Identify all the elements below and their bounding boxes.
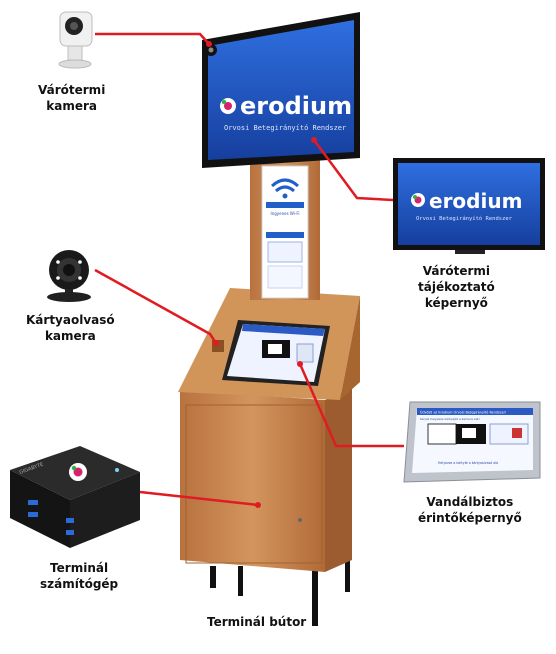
thumb-screen-hint: Kérjük helyezze kártyáját a kamera elé! [420, 417, 480, 421]
info-display-thumbnail: erodium Orvosi Betegirányító Rendszer [393, 158, 545, 254]
label-terminal-pc: Terminál számítógép [40, 560, 118, 592]
wifi-poster: Ingyenes Wi-Fi [266, 178, 304, 289]
label-furniture: Terminál bútor [207, 615, 307, 629]
callout-touchscreen [298, 363, 404, 448]
label-waiting-display-line2: tájékoztató [418, 280, 495, 294]
wifi-caption: Ingyenes Wi-Fi [271, 211, 300, 216]
label-waiting-display: Várótermi tájékoztató képernyő [418, 263, 495, 311]
label-card-camera-line2: kamera [44, 329, 96, 343]
label-terminal-pc-line2: számítógép [40, 577, 119, 591]
callout-waiting-camera [95, 32, 210, 45]
callout-lines [94, 32, 404, 507]
label-terminal-pc-line1: Terminál [50, 561, 109, 575]
callout-terminal-pc [139, 490, 259, 507]
label-waiting-display-line3: képernyő [424, 296, 488, 310]
display-tagline: Orvosi Betegirányító Rendszer [224, 124, 346, 132]
callout-waiting-display [312, 139, 394, 202]
terminal-pc: GIGABYTE [10, 446, 140, 548]
label-touchscreen-line2: érintőképernyő [418, 511, 522, 525]
label-waiting-camera-line2: kamera [46, 99, 98, 113]
camera-mount-on-display [205, 44, 217, 56]
label-touchscreen-line1: Vandálbiztos [426, 495, 514, 509]
thumb-screen-footer: Helyezze a kártyát a kártyaolvasó alá [438, 461, 498, 465]
callout-card-camera [94, 268, 218, 344]
display-brand: erodium [240, 92, 352, 120]
thumb-screen-header: Üdvözli az Erodium Orvosi Betegirányító … [420, 410, 506, 415]
thumb-tagline: Orvosi Betegirányító Rendszer [416, 215, 513, 222]
label-card-camera-line1: Kártyaolvasó [26, 313, 115, 327]
label-waiting-display-line1: Várótermi [422, 264, 491, 278]
label-waiting-camera-line1: Várótermi [38, 83, 106, 97]
card-reader-camera [47, 250, 91, 302]
label-touchscreen: Vandálbiztos érintőképernyő [418, 494, 522, 526]
waiting-room-camera [58, 11, 93, 69]
label-waiting-camera: Várótermi kamera [38, 82, 105, 114]
callout-dots [206, 41, 317, 508]
thumb-brand: erodium [429, 189, 522, 213]
waiting-room-display: erodium Orvosi Betegirányító Rendszer [202, 12, 360, 168]
furniture-legs [210, 556, 350, 626]
touchscreen-thumbnail: Üdvözli az Erodium Orvosi Betegirányító … [403, 401, 541, 483]
label-card-camera: Kártyaolvasó kamera [26, 312, 115, 344]
